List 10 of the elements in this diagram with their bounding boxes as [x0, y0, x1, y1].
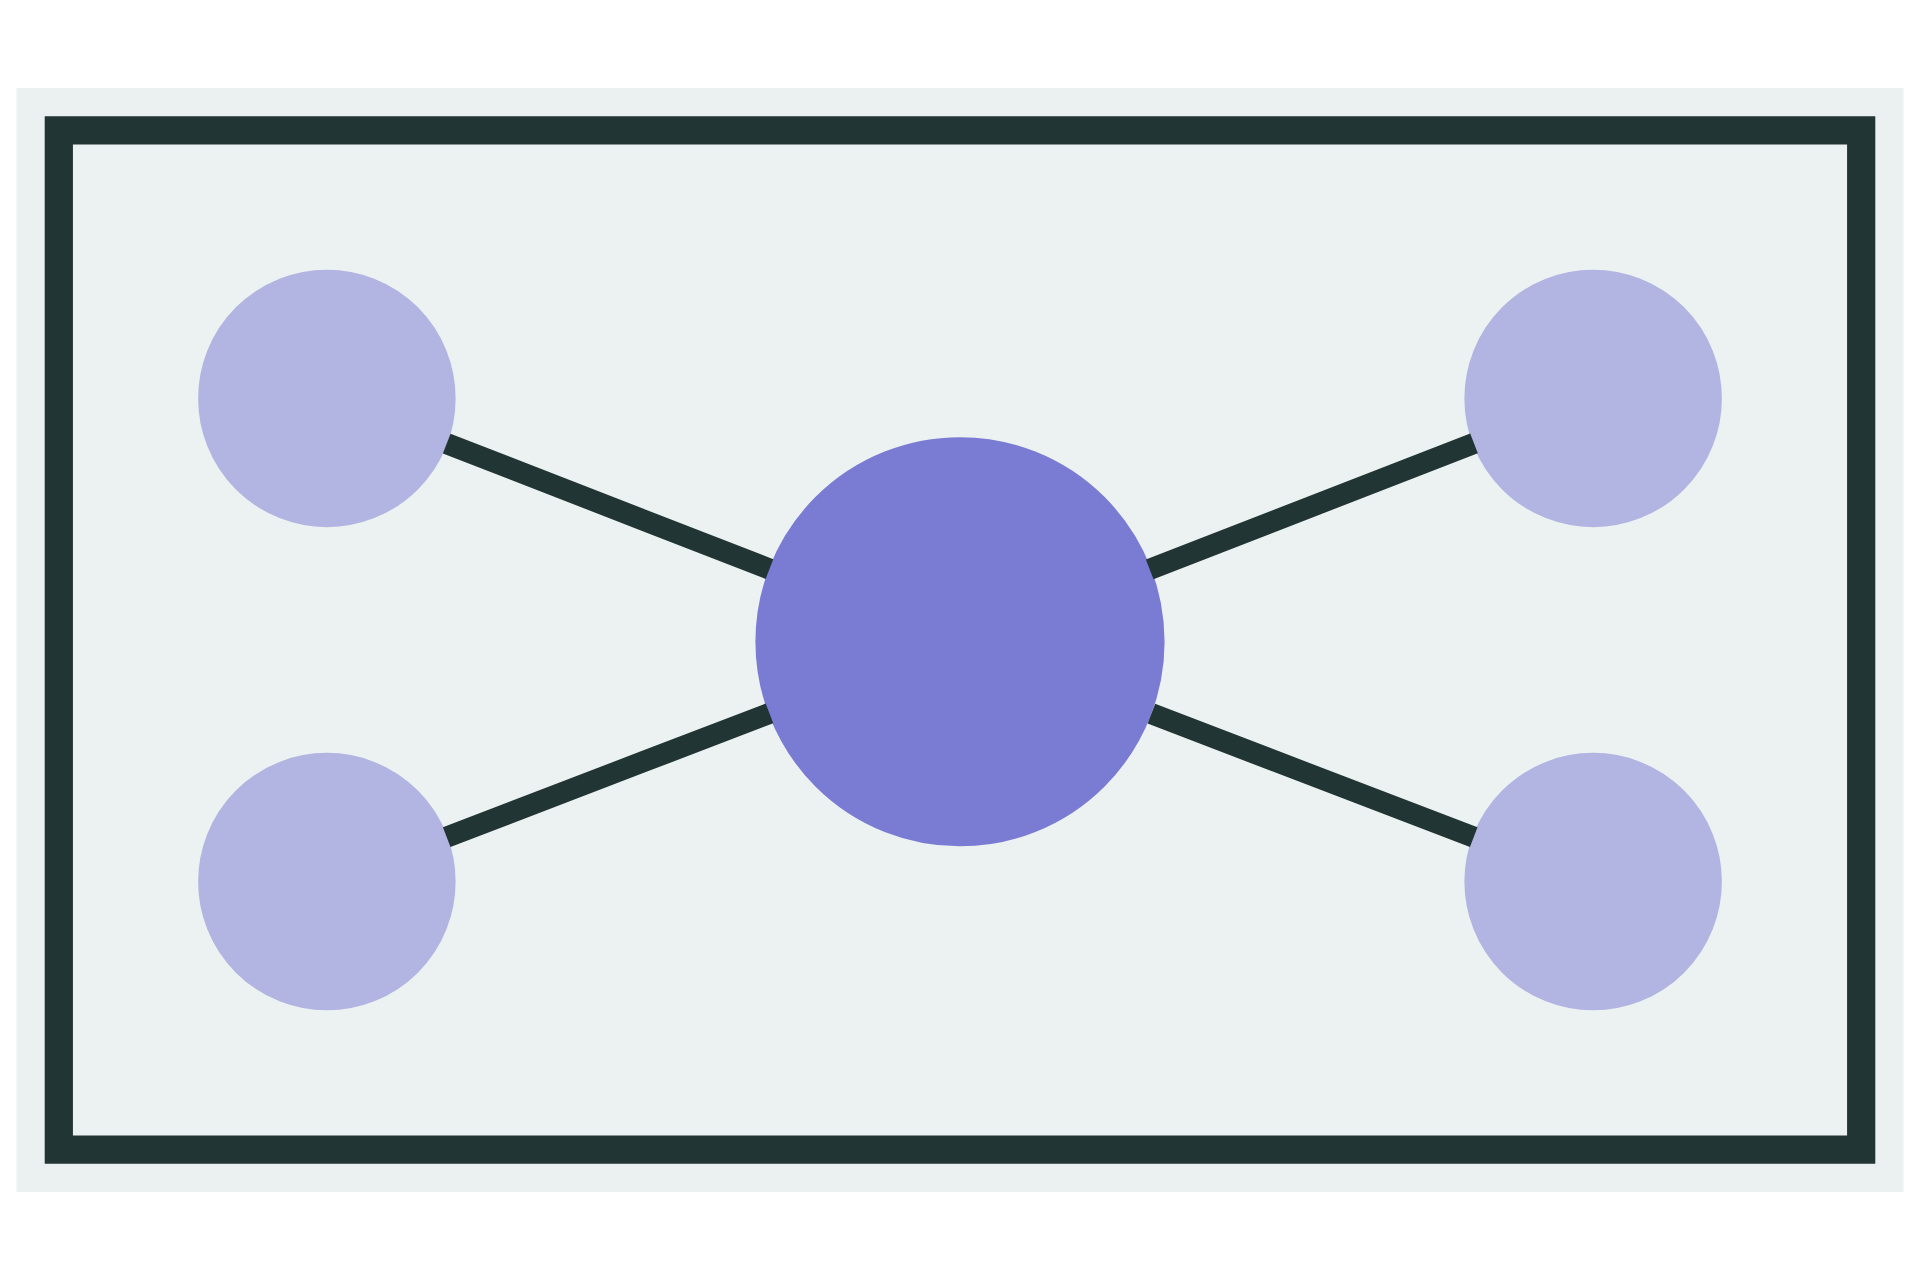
connector [1145, 433, 1478, 580]
cluster [44, 116, 1876, 1164]
node-circle [198, 752, 456, 1011]
node-circle [198, 269, 456, 528]
connector [442, 703, 774, 847]
node-circle [755, 437, 1165, 847]
connector [1147, 703, 1478, 848]
connector [442, 433, 774, 579]
node-circle [1464, 752, 1722, 1011]
node-circle [1464, 269, 1722, 528]
